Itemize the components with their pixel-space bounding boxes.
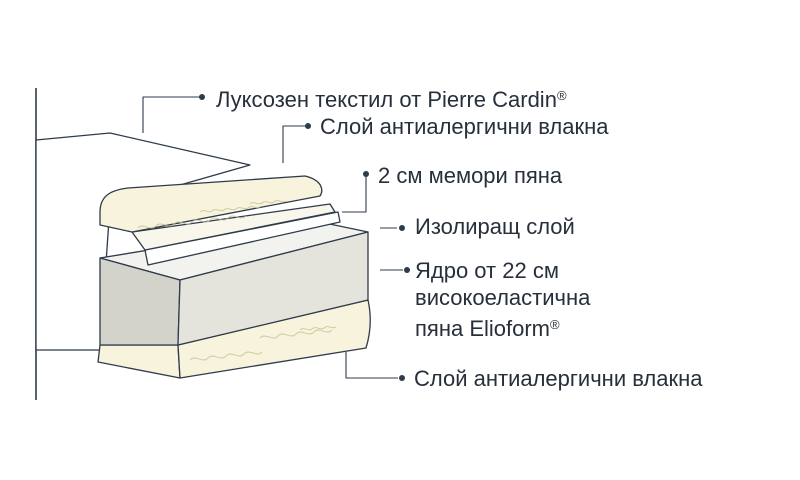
top-fiber-layer [99,175,323,233]
bottom-fiber-layer-side [177,299,371,379]
label-insulating-layer: Изолиращ слой [415,214,575,239]
bottom-fiber-layer-front [97,344,181,379]
label-luxury-textile-text: Луксозен текстил от Pierre Cardin [216,87,557,112]
leader-dots [199,94,410,381]
core-foam-side [177,231,369,346]
label-core-line-3: пяна Elioform® [415,311,590,342]
label-core-line-2: високоеластична [415,285,591,310]
memory-foam-layer [131,203,336,251]
leader-lines [142,96,403,379]
label-fiber-top: Слой антиалергични влакна [320,114,609,139]
registered-mark: ® [550,317,560,332]
label-core-foam: Ядро от 22 см високоеластична пяна Eliof… [415,257,590,342]
label-memory-foam: 2 см мемори пяна [378,163,563,188]
registered-mark: ® [556,88,567,103]
label-core-line-3-text: пяна Elioform [415,316,551,341]
label-luxury-textile: Луксозен текстил от Pierre Cardin® [216,83,567,113]
label-fiber-bottom: Слой антиалергични влакна [414,366,703,391]
label-core-line-1: Ядро от 22 см [415,258,559,283]
fiber-texture [137,200,337,361]
